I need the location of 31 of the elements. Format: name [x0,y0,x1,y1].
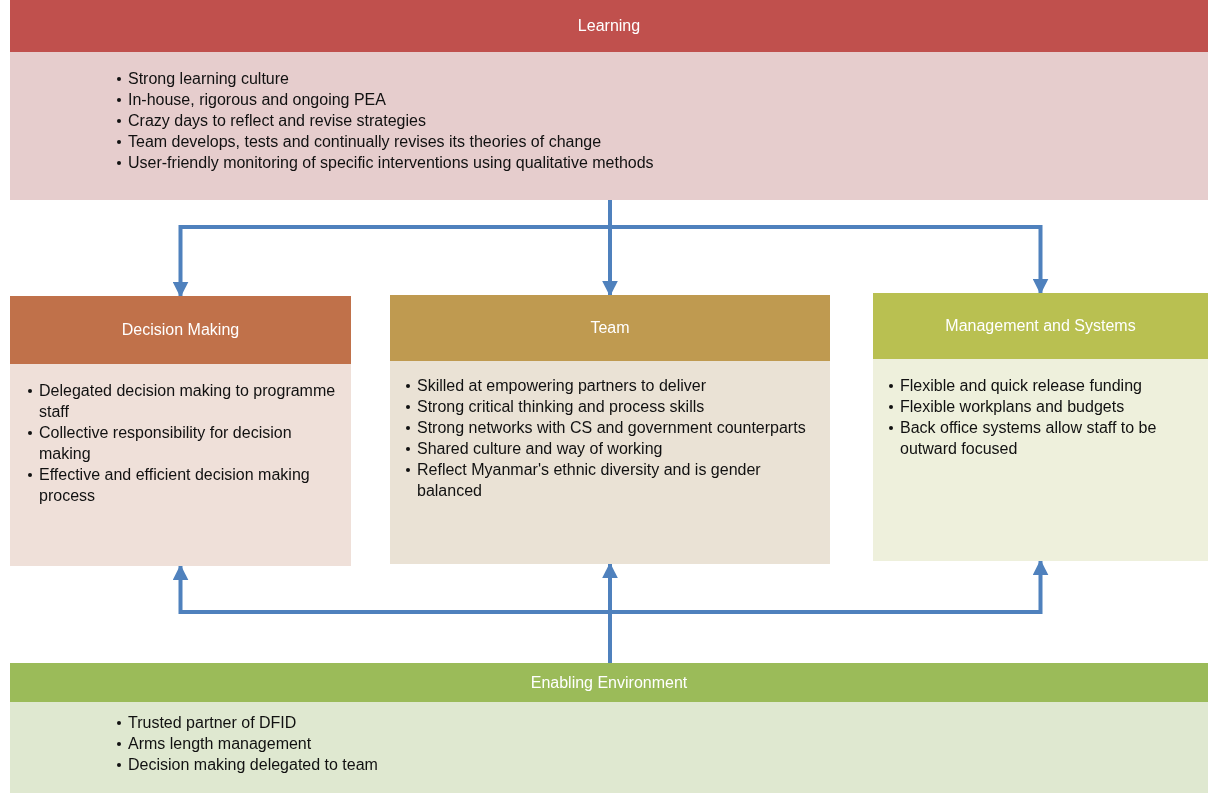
category-panel [10,0,1208,200]
bullet-item: Strong networks with CS and government counterparts [404,417,824,438]
bullet-item: Shared culture and way of working [404,438,824,459]
bullet-item: Back office systems allow staff to be outward focused [887,417,1202,459]
bullet-item: User-friendly monitoring of specific interventions using qualitative methods [115,152,1015,173]
bullet-item: Trusted partner of DFID [115,712,1015,733]
connector-arrow [608,200,1049,295]
category-panel [10,296,351,566]
bullet-item: Arms length management [115,733,1015,754]
bullet-item: Strong learning culture [115,68,1015,89]
bullet-item: Crazy days to reflect and revise strategies [115,110,1015,131]
bullet-item: Skilled at empowering partners to deliver [404,375,824,396]
category-panel [873,293,1208,561]
bullet-item: Strong critical thinking and process skills [404,396,824,417]
bullet-item: Reflect Myanmar's ethnic diversity and is gender balanced [404,459,824,501]
panel-header: Decision Making [10,296,351,364]
bullet-item: In-house, rigorous and ongoing PEA [115,89,1015,110]
bullet-item: Team develops, tests and continually revises its theories of change [115,131,1015,152]
category-panel [10,663,1208,793]
bullet-item: Effective and efficient decision making process [26,464,342,506]
panel-header: Team [390,295,830,361]
bullet-item: Delegated decision making to programme staff [26,380,342,422]
panel-header: Enabling Environment [10,663,1208,702]
bullet-item: Decision making delegated to team [115,754,1015,775]
bullet-item: Collective responsibility for decision making [26,422,342,464]
bullet-item: Flexible workplans and budgets [887,396,1202,417]
category-panel [390,295,830,564]
connector-arrow [608,559,1049,663]
bullet-item: Flexible and quick release funding [887,375,1202,396]
panel-header: Learning [10,0,1208,52]
panel-header: Management and Systems [873,293,1208,359]
